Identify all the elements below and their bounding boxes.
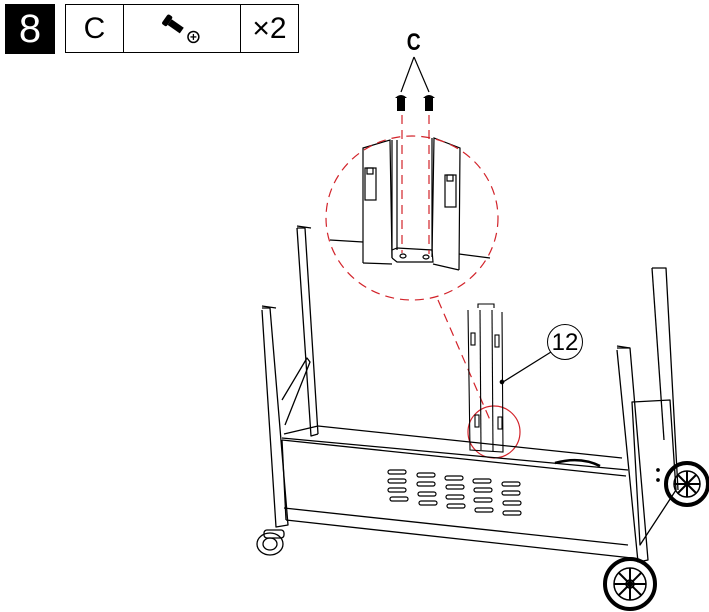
- screw-c-left: [395, 95, 407, 111]
- rear-wheel-front: [603, 557, 657, 611]
- part-letter: C: [66, 5, 124, 52]
- parts-table: C ×2: [65, 4, 299, 53]
- part-quantity: ×2: [252, 11, 287, 45]
- part-number-callout: 12: [547, 324, 583, 360]
- caster-wheel: [256, 529, 285, 556]
- screw-callout-label: C: [406, 29, 421, 56]
- step-number-badge: 8: [5, 4, 55, 54]
- screw-c-right: [423, 95, 435, 111]
- rear-wheel-back: [664, 461, 709, 507]
- bolt-screw-icon: [124, 5, 241, 52]
- vent-slots: [387, 469, 522, 516]
